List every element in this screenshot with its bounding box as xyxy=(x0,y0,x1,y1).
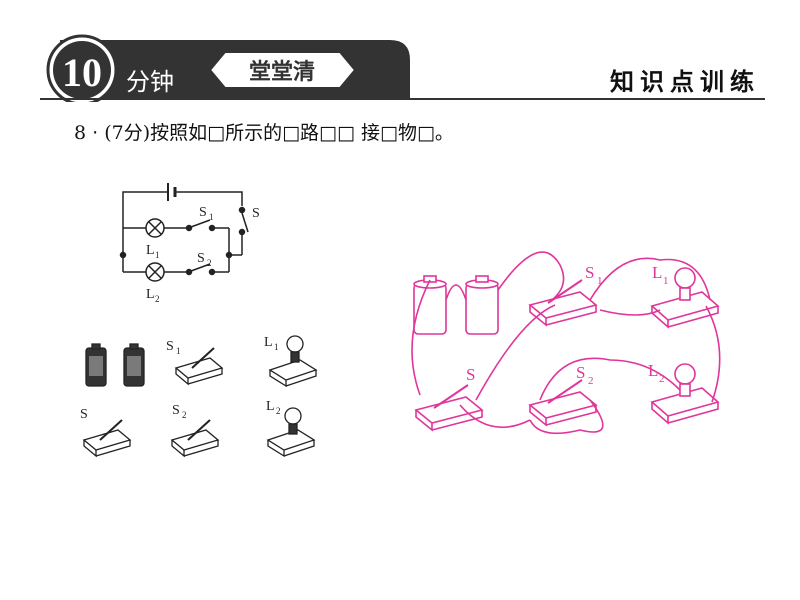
comp-label-s2-sub: 2 xyxy=(182,410,187,420)
wire xyxy=(589,257,711,301)
label-s1: S xyxy=(199,205,207,220)
label-l1: L xyxy=(146,243,155,258)
switch-s2-icon xyxy=(170,419,220,458)
wired-label-l2-sub: 2 xyxy=(659,373,665,385)
battery-icon xyxy=(85,343,107,387)
header-divider xyxy=(40,98,765,100)
label-s2: S xyxy=(197,251,205,266)
wire xyxy=(475,304,556,401)
wired-label-s1: S xyxy=(585,263,594,282)
wired-label-l2: L xyxy=(648,361,658,380)
minutes-label: 分钟 xyxy=(126,69,174,96)
battery-icon xyxy=(123,343,145,387)
comp-label-l1-sub: 1 xyxy=(274,342,279,352)
wire xyxy=(459,404,531,428)
question-number: 8 xyxy=(74,122,87,144)
comp-label-l1: L xyxy=(264,335,273,350)
switch-s1-icon xyxy=(528,279,598,327)
lamp-l1-icon xyxy=(650,267,720,329)
wire xyxy=(497,251,565,301)
label-l2: L xyxy=(146,287,155,302)
wire xyxy=(705,305,721,403)
wired-label-s2: S xyxy=(576,363,585,382)
label-l1-sub: 1 xyxy=(155,250,160,260)
badge-number: 10 xyxy=(62,50,102,95)
wired-label-l1: L xyxy=(652,263,662,282)
label-l2-sub: 2 xyxy=(155,294,160,304)
tag-label: 堂堂清 xyxy=(249,59,315,84)
header-banner: 10 分钟 堂堂清 xyxy=(46,34,410,102)
label-s2-sub: 2 xyxy=(207,258,212,268)
switch-s1-symbol xyxy=(190,219,211,228)
switch-s1-icon xyxy=(174,347,224,386)
label-s1-sub: 1 xyxy=(209,212,214,222)
wired-circuit xyxy=(411,251,721,435)
question-line: 8 · (7分)按照如□所示的□路□□ 接□物□。 xyxy=(74,118,454,145)
dot-separator: · xyxy=(92,122,99,144)
comp-label-s1-sub: 1 xyxy=(176,346,181,356)
wire xyxy=(599,309,661,316)
wire xyxy=(445,284,467,301)
section-title: 知识点训练 xyxy=(610,68,760,96)
lamp-l2-icon xyxy=(650,363,720,425)
wired-label-s2-sub: 2 xyxy=(588,375,594,387)
switch-s2-icon xyxy=(528,379,598,427)
components-unwired xyxy=(82,335,318,458)
wired-label-s: S xyxy=(466,365,475,384)
comp-label-l2: L xyxy=(266,399,275,414)
wire xyxy=(529,399,604,435)
comp-label-s1: S xyxy=(166,339,174,354)
wire xyxy=(411,279,431,396)
question-text: 按照如□所示的□路□□ 接□物□。 xyxy=(150,122,454,144)
label-s: S xyxy=(252,206,260,221)
switch-s-symbol xyxy=(241,212,249,233)
lamp-l2-icon xyxy=(266,407,316,458)
question-score: (7分) xyxy=(104,122,151,144)
comp-label-s2: S xyxy=(172,403,180,418)
comp-label-l2-sub: 2 xyxy=(276,406,281,416)
wired-label-s1-sub: 1 xyxy=(597,275,603,287)
switch-s-icon xyxy=(414,384,484,432)
wire xyxy=(539,357,681,401)
circuit-diagram xyxy=(119,183,249,282)
switch-s2-symbol xyxy=(190,263,211,272)
wired-label-l1-sub: 1 xyxy=(663,275,669,287)
page-header: 10 分钟 堂堂清 知识点训练 xyxy=(0,0,800,110)
lamp-l1-icon xyxy=(268,335,318,388)
battery-icon xyxy=(465,275,499,335)
switch-s-icon xyxy=(82,419,132,458)
comp-label-s: S xyxy=(80,407,88,422)
